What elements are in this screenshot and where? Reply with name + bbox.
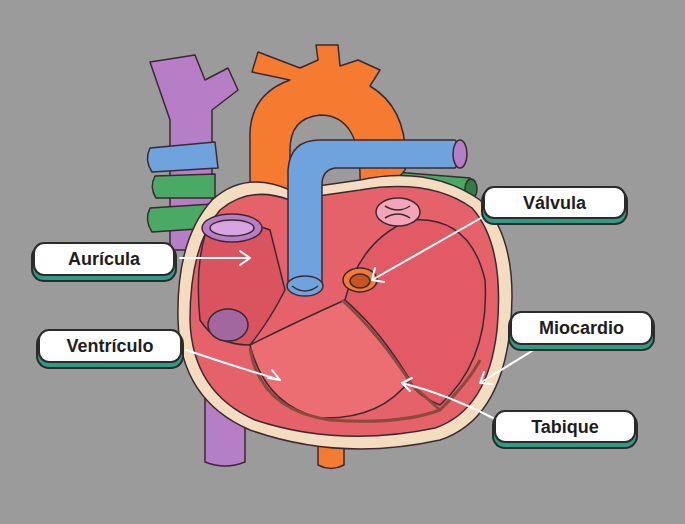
vena-opening-inner: [210, 220, 254, 236]
leader-miocardio: [480, 346, 540, 384]
valve-leaflet: [292, 286, 318, 291]
vena-opening-lower: [208, 309, 248, 341]
part-label: Válvula: [523, 194, 586, 212]
vena-opening: [202, 214, 262, 242]
valve-leaflet: [385, 206, 410, 218]
part-label: Aurícula: [68, 250, 140, 268]
heart-wall: [178, 176, 512, 449]
leader-tabique: [402, 378, 497, 420]
leader-auricula: [180, 251, 250, 265]
pulmonary-artery: [288, 140, 462, 285]
pulmonary-valve: [287, 276, 323, 296]
leader-ventriculo: [186, 350, 280, 380]
vessel-end: [453, 140, 467, 168]
label-pill: Miocardio: [510, 311, 653, 345]
label-pill: Tabique: [494, 410, 636, 443]
aortic-valve-inner: [350, 274, 370, 288]
mitral-valve: [376, 198, 420, 226]
part-label: Ventrículo: [66, 337, 153, 355]
left-vessel-blue: [147, 142, 218, 172]
part-label: Miocardio: [539, 319, 624, 337]
part-label: Tabique: [531, 418, 599, 436]
septum-fibers: [342, 300, 480, 410]
left-vessel-green: [152, 174, 215, 198]
label-pill: Válvula: [483, 186, 626, 219]
label-pill: Aurícula: [33, 242, 175, 276]
label-pill: Ventrículo: [38, 329, 182, 363]
leader-valvula: [372, 214, 488, 282]
left-ventricle: [345, 220, 485, 405]
heart-chambers: [190, 187, 499, 437]
